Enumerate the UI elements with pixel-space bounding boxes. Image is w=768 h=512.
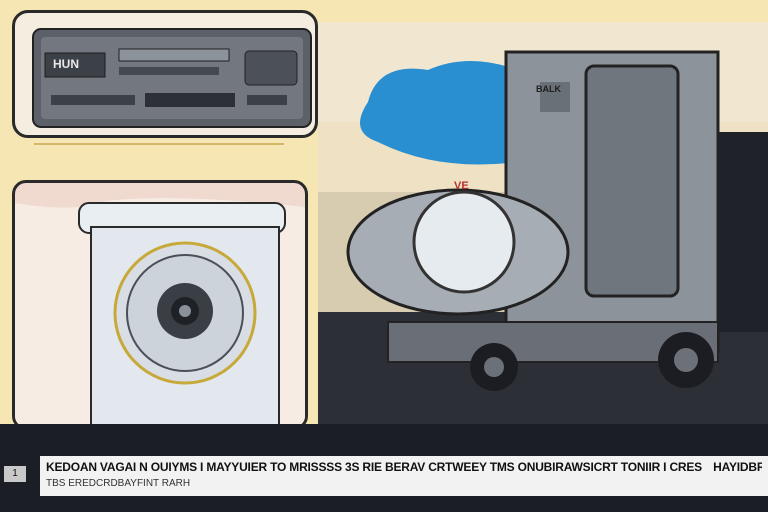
tank-label: VE bbox=[454, 180, 469, 192]
tank-icon bbox=[318, 22, 768, 442]
control-panel-icon bbox=[32, 28, 312, 128]
equipment-scene: VE BALK bbox=[318, 22, 768, 442]
unit-badge: BALK bbox=[536, 84, 561, 94]
control-panel-closeup: HUN bbox=[12, 10, 318, 138]
divider bbox=[34, 143, 284, 145]
dial-icon bbox=[15, 198, 305, 427]
caption-line-2: TBS EREDCRDBAYFINT RARH bbox=[46, 478, 191, 489]
page-number: 1 bbox=[4, 466, 26, 482]
cloud bbox=[360, 61, 518, 165]
caption-strip: KEDOAN VAGAI N OUIYMS I MAYYUIER TO MRIS… bbox=[40, 456, 768, 496]
machine-label: HUN bbox=[53, 57, 79, 71]
appliance-closeup bbox=[12, 180, 308, 430]
caption-line-1-text: KEDOAN VAGAI N OUIYMS I MAYYUIER TO MRIS… bbox=[46, 460, 702, 474]
caption-line-1: KEDOAN VAGAI N OUIYMS I MAYYUIER TO MRIS… bbox=[46, 460, 762, 474]
caption-line-1-tail: HAYIDBRMAKHO bbox=[713, 460, 762, 474]
